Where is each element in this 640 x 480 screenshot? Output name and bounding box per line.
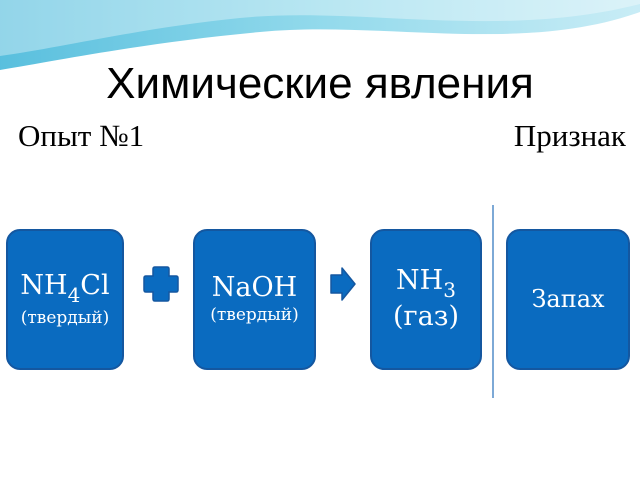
product-formula: NH3	[396, 265, 456, 303]
product-state: (газ)	[392, 301, 460, 333]
reactant2-state: (твердый)	[210, 304, 299, 325]
slide-title: Химические явления	[106, 59, 534, 108]
reactant2-formula: NaOH	[211, 272, 298, 304]
reactant1-state: (твердый)	[20, 307, 110, 328]
experiment-label: Опыт №1	[18, 118, 145, 153]
sign-box: Запах	[506, 229, 630, 370]
header-wave-decoration	[0, 0, 640, 73]
column-divider	[492, 205, 494, 398]
arrow-right-icon	[330, 267, 356, 301]
sign-value: Запах	[531, 284, 605, 313]
product-box-nh3: NH3 (газ)	[370, 229, 482, 370]
reactant1-formula: NH4Cl	[20, 269, 110, 307]
sign-label: Признак	[513, 118, 626, 153]
reactant-box-naoh: NaOH (твердый)	[193, 229, 316, 370]
plus-icon	[143, 266, 179, 302]
reactant-box-nh4cl: NH4Cl (твердый)	[6, 229, 124, 370]
